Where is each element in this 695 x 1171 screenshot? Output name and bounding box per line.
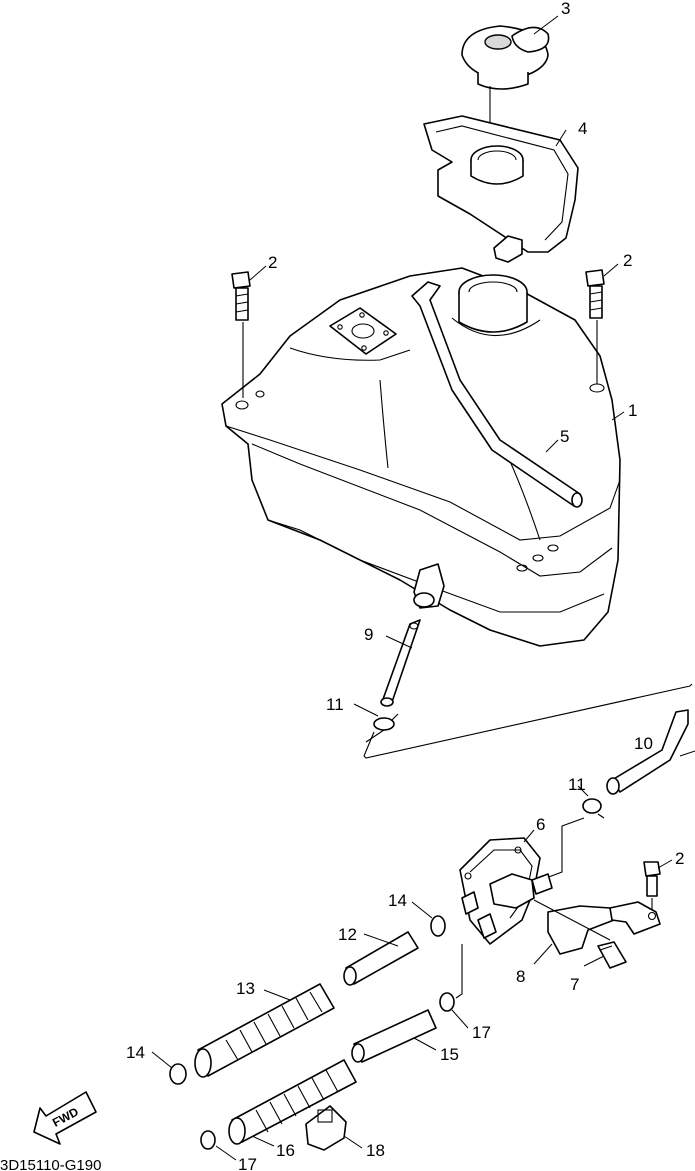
callout-18: 18 <box>366 1141 385 1160</box>
bolt-tank-right[interactable] <box>585 269 605 384</box>
diagram-code: 3D15110-G190 <box>0 1157 101 1171</box>
clip-17-upper[interactable] <box>439 992 455 1012</box>
callout-3: 3 <box>561 0 570 18</box>
callout-17-upper: 17 <box>472 1023 491 1042</box>
callout-9: 9 <box>364 625 373 644</box>
callout-12: 12 <box>338 925 357 944</box>
hose-holder-18[interactable] <box>305 1105 347 1151</box>
callout-5: 5 <box>560 427 569 446</box>
callout-14-upper: 14 <box>388 891 407 910</box>
bolt-bracket[interactable] <box>643 861 661 914</box>
vacuum-hose[interactable] <box>606 709 689 795</box>
leader-lines <box>151 15 695 1161</box>
breather-hose[interactable] <box>411 281 583 508</box>
callout-8: 8 <box>516 967 525 986</box>
callout-2-left: 2 <box>268 253 277 272</box>
hose-12[interactable] <box>343 931 419 986</box>
callout-10: 10 <box>634 734 653 753</box>
callout-4: 4 <box>578 119 587 138</box>
fuel-cap[interactable] <box>461 25 550 148</box>
clip-17-lower[interactable] <box>200 1130 216 1150</box>
hose-15[interactable] <box>351 1009 437 1063</box>
fuel-tray[interactable] <box>423 115 579 263</box>
callout-13: 13 <box>236 979 255 998</box>
fuel-pipe[interactable] <box>380 619 421 707</box>
callout-15: 15 <box>440 1045 459 1064</box>
corrugated-hose-16[interactable] <box>228 1059 357 1145</box>
fuel-pump[interactable] <box>459 837 553 945</box>
callout-11-upper: 11 <box>326 695 344 714</box>
callout-2-bracket: 2 <box>675 849 684 868</box>
clip-14-upper[interactable] <box>430 915 446 937</box>
corrugated-hose-13[interactable] <box>194 983 335 1078</box>
callout-1: 1 <box>628 401 637 420</box>
hose-clip-lower[interactable] <box>582 798 605 819</box>
pump-bracket[interactable] <box>547 901 661 955</box>
callout-7: 7 <box>570 975 579 994</box>
bolt-tank-left[interactable] <box>231 271 251 398</box>
callout-16: 16 <box>276 1141 295 1160</box>
callout-17-lower: 17 <box>238 1155 257 1171</box>
fuel-tank[interactable] <box>221 267 621 647</box>
hose-clip-upper[interactable] <box>373 713 399 731</box>
bracket-bolt[interactable] <box>597 941 627 969</box>
clip-14-lower[interactable] <box>169 1063 187 1085</box>
callouts: 3 4 2 2 1 5 9 11 10 11 6 2 14 12 8 7 13 … <box>126 0 684 1171</box>
callout-11-lower: 11 <box>568 775 586 794</box>
callout-2-right: 2 <box>623 251 632 270</box>
callout-6: 6 <box>536 815 545 834</box>
callout-14-lower: 14 <box>126 1043 145 1062</box>
fwd-arrow-icon: FWD <box>33 1091 97 1145</box>
